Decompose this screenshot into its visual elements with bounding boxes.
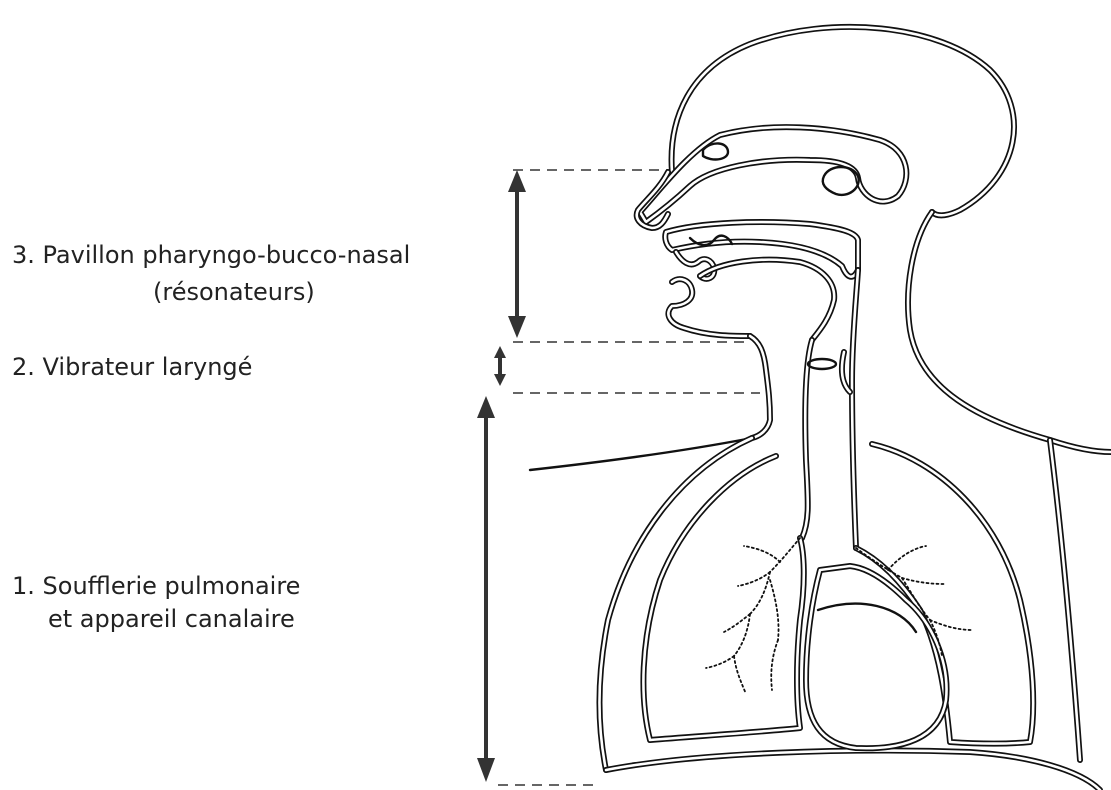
head-outline <box>672 27 1014 215</box>
bronchial-tree <box>706 538 972 694</box>
label-soufflerie-line2: et appareil canalaire <box>48 605 295 633</box>
labels: 3. Pavillon pharyngo-bucco-nasal (résona… <box>12 241 410 633</box>
range-arrows <box>477 170 526 782</box>
vocal-folds <box>808 359 836 369</box>
anatomy-drawing <box>530 27 1111 790</box>
arrow-soufflerie <box>477 396 495 782</box>
palate <box>665 222 858 277</box>
label-vibrateur: 2. Vibrateur laryngé <box>12 353 252 381</box>
label-pavillon-line1: 3. Pavillon pharyngo-bucco-nasal <box>12 241 410 269</box>
arrow-pavillon <box>508 170 526 338</box>
heart <box>806 566 947 748</box>
mouth-and-jaw <box>668 252 834 340</box>
level-guides <box>498 170 760 785</box>
label-soufflerie-line1: 1. Soufflerie pulmonaire <box>12 572 300 600</box>
arrow-vibrateur <box>494 346 506 386</box>
label-pavillon-line2: (résonateurs) <box>153 278 315 306</box>
neck-and-trachea <box>530 212 1111 548</box>
skull-base <box>640 127 906 222</box>
